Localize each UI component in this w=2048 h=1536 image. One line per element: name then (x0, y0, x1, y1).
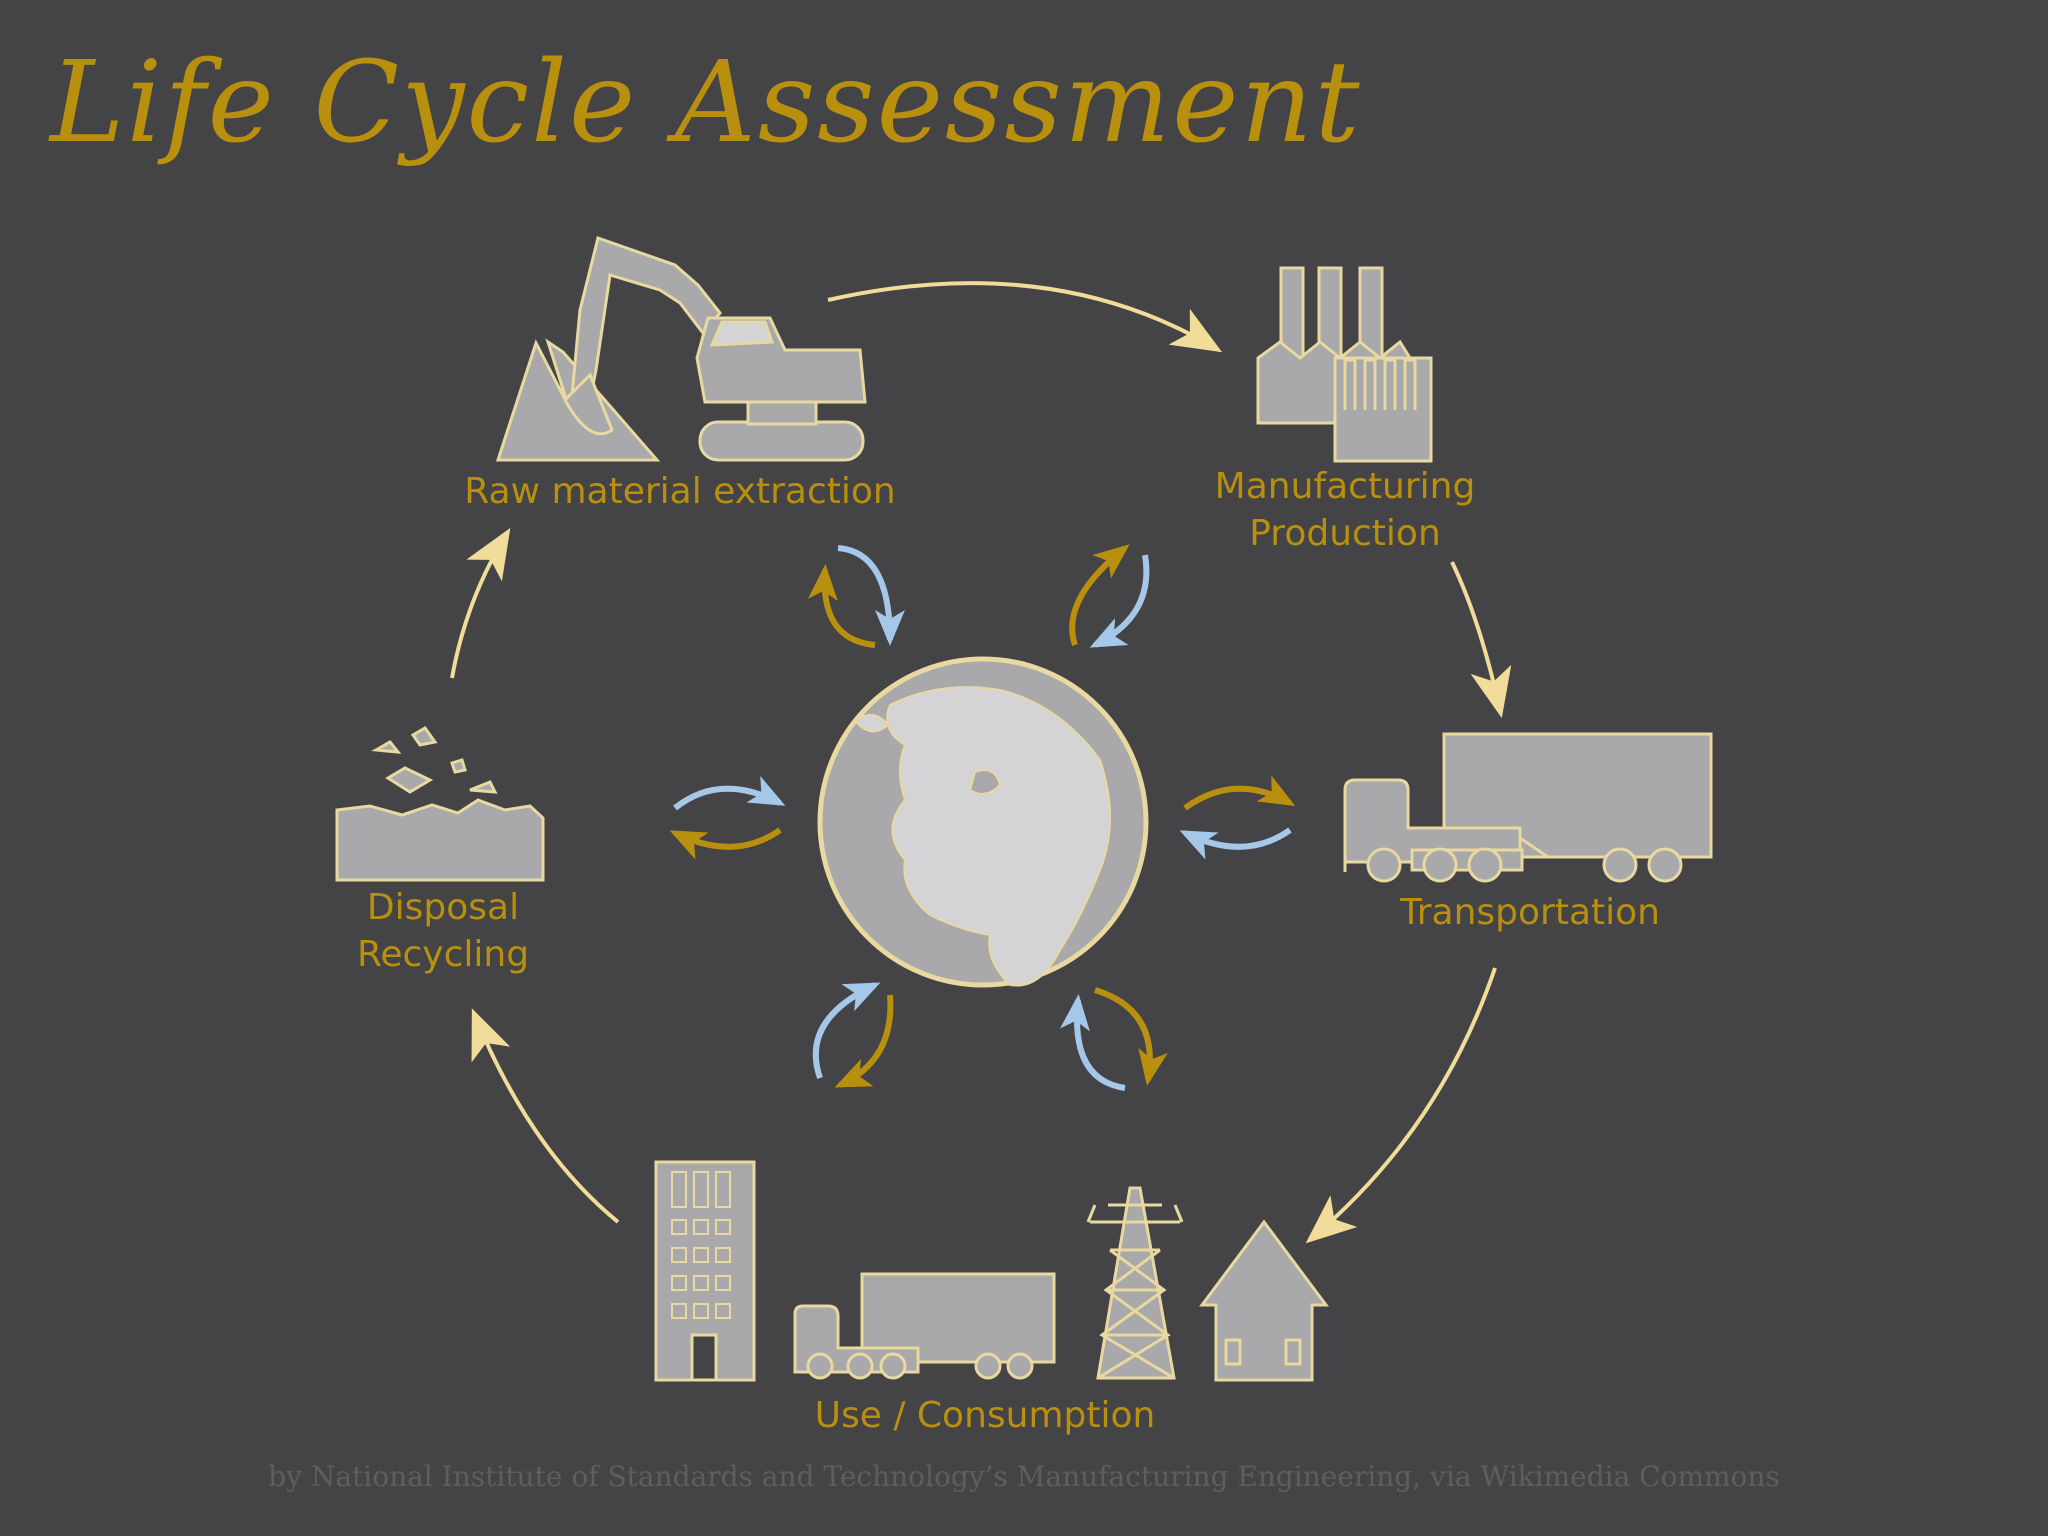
truck-icon (1343, 732, 1713, 883)
house-icon (1199, 1219, 1329, 1382)
arrow-raw-to-manufacturing (827, 281, 1223, 353)
stage-label-raw-material: Raw material extraction (464, 471, 896, 512)
office-building-icon (654, 1160, 756, 1382)
arrow-use-to-disposal (471, 1008, 620, 1224)
stage-label-transportation: Transportation (1400, 892, 1660, 933)
landfill-icon (335, 726, 545, 882)
stage-label-use: Use / Consumption (814, 1395, 1156, 1436)
exchange-arrows (669, 544, 1296, 1091)
excavator-icon (495, 236, 867, 462)
globe-icon (817, 656, 1149, 988)
diagram-title: Life Cycle Assessment (50, 38, 1362, 168)
arrow-manufacturing-to-transportation (1450, 561, 1512, 719)
power-tower-icon (1086, 1186, 1184, 1380)
arrow-transportation-to-use (1305, 967, 1497, 1244)
arrow-disposal-to-raw (450, 527, 511, 679)
credit-line: by National Institute of Standards and T… (268, 1460, 1780, 1493)
factory-icon (1256, 266, 1433, 463)
small-truck-icon (793, 1272, 1056, 1380)
cycle-arrows (450, 281, 1512, 1244)
